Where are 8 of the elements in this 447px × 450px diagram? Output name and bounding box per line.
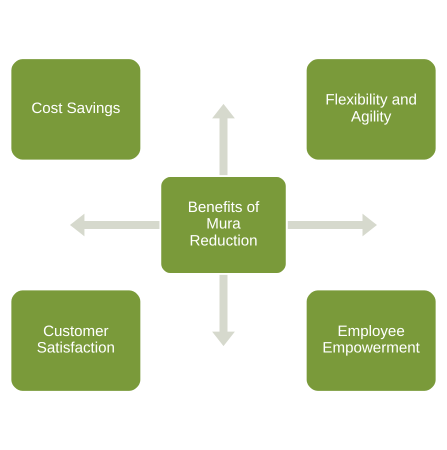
node-box: Flexibility and Agility (306, 59, 436, 160)
node-box: Employee Empowerment (306, 290, 436, 391)
arrow (70, 214, 160, 236)
node-box: Customer Satisfaction (11, 290, 140, 391)
node-box: Cost Savings (11, 59, 140, 160)
arrow (288, 214, 377, 236)
arrow (212, 274, 235, 346)
arrow (212, 104, 235, 176)
